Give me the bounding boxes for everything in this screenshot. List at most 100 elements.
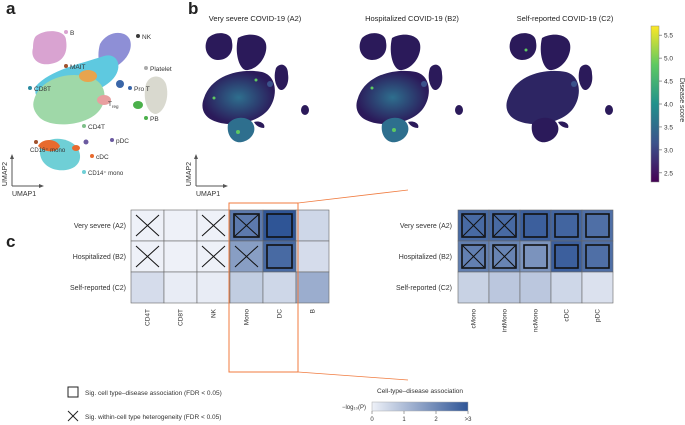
heatmap-cell xyxy=(295,209,330,242)
label-pdc: pDC xyxy=(116,138,129,145)
heatmap-cell xyxy=(581,240,614,273)
heatmap-cell xyxy=(163,209,198,242)
panel-c: Very severe (A2) Hospitalized (B2) Self-re… xyxy=(67,189,614,423)
colorbar-tick-label: 4.5 xyxy=(664,79,673,86)
label-cdc: cDC xyxy=(96,154,109,161)
association-box-mark xyxy=(523,213,548,238)
association-tick-label: >3 xyxy=(465,417,473,423)
heatmap-cell xyxy=(519,271,552,304)
label-dot-cd16-mono xyxy=(34,140,38,144)
label-dot-cd8t xyxy=(28,86,32,90)
heatmap-cell xyxy=(581,271,614,304)
association-box-mark xyxy=(461,213,486,238)
association-box-mark xyxy=(554,213,579,238)
legend-box-icon xyxy=(67,386,79,398)
heatmap-cell xyxy=(163,240,198,273)
heatmap-cell xyxy=(519,209,552,242)
umap-cluster-pdc xyxy=(83,139,89,145)
label-cd14-mono: CD14⁺ mono xyxy=(88,170,124,177)
disease-score-colorbar: 5.55.04.54.03.53.02.5 Disease score xyxy=(650,25,685,183)
label-dot-cd4t xyxy=(82,124,86,128)
label-pro-t: Pro T xyxy=(134,86,150,93)
heatmap-cell xyxy=(519,240,552,273)
association-box-mark xyxy=(461,244,486,269)
heatmap-col-label: intMono xyxy=(502,309,509,333)
heatmap-row-label: Very severe (A2) xyxy=(400,223,452,230)
heatmap-col-label: cDC xyxy=(564,309,571,322)
label-treg: Treg xyxy=(108,101,119,109)
heterogeneity-cross-mark xyxy=(201,214,226,237)
heatmap-col-label: B xyxy=(310,309,317,313)
heatmap-cell xyxy=(581,209,614,242)
heatmap-cell xyxy=(488,271,521,304)
label-dot-pb xyxy=(144,116,148,120)
heatmap-cell xyxy=(295,240,330,273)
heatmap-col-label: ncMono xyxy=(533,309,540,333)
label-b: B xyxy=(70,30,74,37)
panel-a-axes: UMAP2 UMAP1 xyxy=(2,154,44,198)
umap-cluster-platelet xyxy=(144,76,168,114)
association-colorbar: Cell-type–disease association −log₁₀(P) … xyxy=(342,388,472,423)
umap-a2 xyxy=(202,33,309,143)
panel-b-title-b2: Hospitalized COVID-19 (B2) xyxy=(365,14,459,23)
panel-letter-a: a xyxy=(6,0,16,18)
heatmap-cell xyxy=(295,271,330,304)
heatmap-right: Very severe (A2)Hospitalized (B2)Self-re… xyxy=(396,209,614,333)
colorbar-tick-label: 4.0 xyxy=(664,102,673,109)
heatmap-cell xyxy=(262,271,297,304)
heatmap-row-label: Very severe (A2) xyxy=(74,223,126,230)
heterogeneity-cross-mark xyxy=(493,214,516,237)
colorbar-label: Disease score xyxy=(678,78,685,122)
label-dot-platelet xyxy=(144,66,148,70)
heterogeneity-cross-mark xyxy=(201,245,226,268)
label-dot-b xyxy=(64,30,68,34)
panel-b-axis-x: UMAP1 xyxy=(196,191,220,198)
umap-cluster-pro-t xyxy=(116,80,124,88)
heatmap-cell xyxy=(457,271,490,304)
colorbar-tick-label: 2.5 xyxy=(664,170,673,177)
heterogeneity-cross-mark xyxy=(135,214,160,237)
heterogeneity-cross-mark xyxy=(234,214,259,237)
heatmap-row-label: Hospitalized (B2) xyxy=(73,254,126,261)
heatmap-left: Very severe (A2) Hospitalized (B2) Self-re… xyxy=(70,209,330,326)
label-cd8t: CD8T xyxy=(34,86,51,93)
heterogeneity-cross-mark xyxy=(135,245,160,268)
association-box-mark xyxy=(492,213,517,238)
association-box-mark xyxy=(266,244,293,269)
zoom-line-top xyxy=(297,189,409,204)
heatmap-cell xyxy=(196,271,231,304)
label-cd4t: CD4T xyxy=(88,124,105,131)
heterogeneity-cross-mark xyxy=(462,245,485,268)
association-box-mark xyxy=(492,244,517,269)
heatmap-col-label: CD8T xyxy=(178,309,185,326)
label-dot-nk xyxy=(136,34,140,38)
label-cd16-mono: CD16⁺ mono xyxy=(30,147,66,154)
label-dot-pro-t xyxy=(128,86,132,90)
association-box-mark xyxy=(585,213,610,238)
zoom-line-bottom xyxy=(297,371,409,381)
panel-b: Very severe COVID-19 (A2) Hospitalized C… xyxy=(186,14,685,198)
umap-c2 xyxy=(506,33,613,143)
heatmap-cell xyxy=(163,271,198,304)
panel-letter-b: b xyxy=(188,0,199,18)
label-pb: PB xyxy=(150,116,159,123)
umap-cluster-cd16-mono xyxy=(38,140,60,152)
umap-cluster-cdc xyxy=(72,145,80,151)
association-box-mark xyxy=(233,213,260,238)
panel-a-axis-y: UMAP2 xyxy=(2,162,9,186)
colorbar-tick-label: 3.0 xyxy=(664,147,673,154)
panel-b-axes: UMAP2 UMAP1 xyxy=(186,154,228,198)
umap-cluster-mait xyxy=(79,70,97,82)
heatmap-row-label: Self-reported (C2) xyxy=(396,285,452,292)
panel-b-title-a2: Very severe COVID-19 (A2) xyxy=(209,14,302,23)
heatmap-cell xyxy=(550,240,583,273)
label-nk: NK xyxy=(142,34,152,41)
association-box-mark xyxy=(585,244,610,269)
association-box-mark xyxy=(554,244,579,269)
panel-a: B NK MAIT Platelet CD8T Pro T Treg PB CD… xyxy=(2,30,172,198)
association-colorbar-axis: −log₁₀(P) xyxy=(342,405,366,411)
heterogeneity-cross-mark xyxy=(234,245,259,268)
umap-cluster-cd4t xyxy=(33,74,105,125)
heatmap-row-label: Self-reported (C2) xyxy=(70,285,126,292)
